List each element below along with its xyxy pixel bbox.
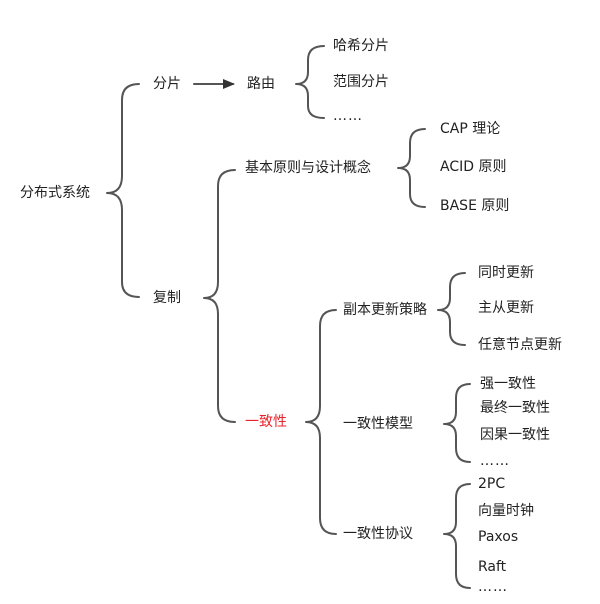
node-protocol-more: …… (478, 579, 508, 595)
brace-replication (203, 169, 236, 423)
node-paxos: Paxos (478, 529, 519, 545)
node-sharding: 分片 (153, 76, 181, 92)
brace-routing (295, 45, 325, 119)
node-replication: 复制 (153, 290, 181, 306)
node-primary-update: 主从更新 (478, 300, 534, 316)
node-sync-update: 同时更新 (478, 265, 534, 281)
node-consistency-model: 一致性模型 (343, 416, 413, 432)
node-eventual: 最终一致性 (480, 400, 550, 416)
node-consistency: 一致性 (245, 414, 287, 430)
node-root: 分布式系统 (20, 185, 90, 201)
node-routing-more: …… (333, 108, 363, 124)
node-routing: 路由 (247, 76, 275, 92)
brace-update-strategy (437, 272, 466, 346)
node-hash-sharding: 哈希分片 (333, 38, 389, 54)
node-consistency-protocol: 一致性协议 (343, 526, 413, 542)
node-range-sharding: 范围分片 (333, 74, 389, 90)
brace-consistency (305, 309, 337, 535)
node-update-strategy: 副本更新策略 (343, 302, 427, 318)
brace-consistency-model (443, 383, 471, 463)
node-acid: ACID 原则 (440, 159, 507, 175)
node-model-more: …… (480, 453, 510, 469)
brace-root (106, 83, 140, 298)
brace-basics (397, 128, 426, 208)
node-vector-clock: 向量时钟 (478, 503, 534, 519)
node-cap: CAP 理论 (440, 121, 501, 137)
node-base: BASE 原则 (440, 198, 510, 214)
node-basics: 基本原则与设计概念 (245, 160, 371, 176)
node-strong: 强一致性 (480, 376, 536, 392)
node-2pc: 2PC (478, 476, 506, 492)
node-any-node-update: 任意节点更新 (478, 337, 562, 353)
node-raft: Raft (478, 559, 507, 575)
brace-consistency-protocol (443, 483, 471, 589)
node-causal: 因果一致性 (480, 427, 550, 443)
